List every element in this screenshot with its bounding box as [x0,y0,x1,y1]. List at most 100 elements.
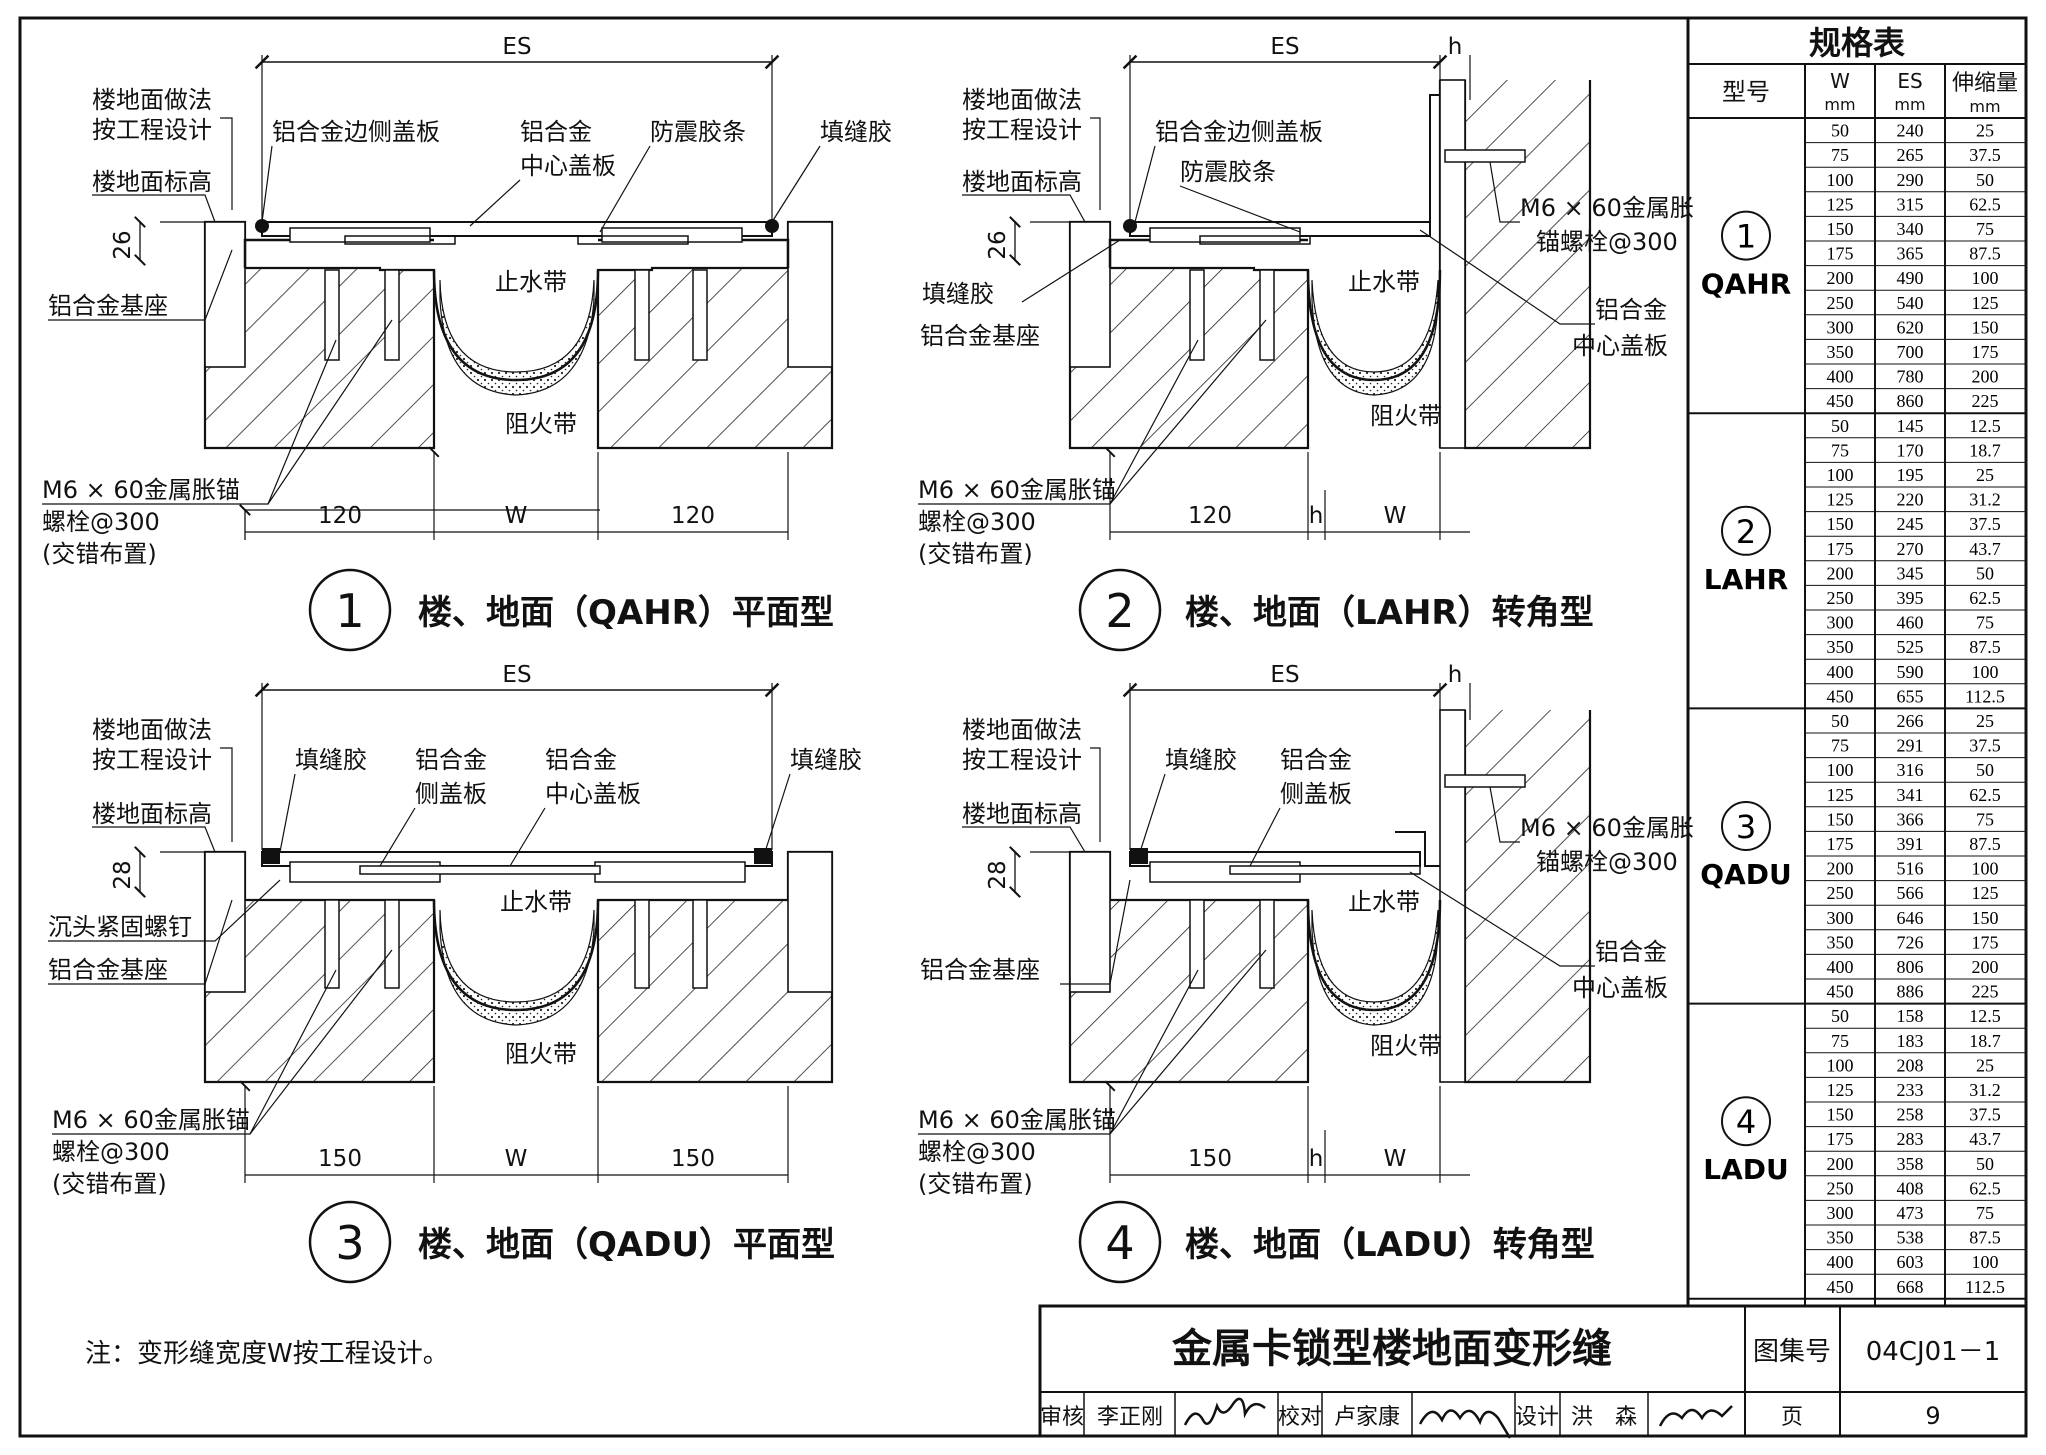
spec-header-es-unit: mm [1894,95,1925,114]
spec-cell-g4-r4-c3: 31.2 [1969,1080,2001,1100]
detail-4-anchor-2: 螺栓@300 [918,1138,1036,1166]
detail-4: ES h 28 150 h W 楼地面做法 按工程设计 楼地面标高 填缝胶 铝合… [918,662,1694,1284]
spec-cell-g3-r7-c2: 516 [1897,859,1924,879]
detail-3-side-cover-2: 侧盖板 [415,780,487,808]
spec-cell-g4-r4-c2: 233 [1897,1080,1924,1100]
detail-4-floor-finish-1: 楼地面做法 [962,716,1082,744]
detail-2-anchor-1: M6 × 60金属胀锚 [918,476,1116,504]
spec-cell-g2-r6-c1: 175 [1827,539,1854,559]
detail-1-fire-strip: 阻火带 [505,410,577,438]
detail-2-caption: 楼、地面（LAHR）转角型 [1185,593,1594,633]
spec-cell-g4-r11-c2: 603 [1897,1252,1924,1272]
detail-1-dim-left: 120 [318,503,362,529]
detail-3-screw: 沉头紧固螺钉 [48,913,192,941]
spec-header-model: 型号 [1722,78,1770,106]
detail-4-anchor-3: (交错布置) [918,1170,1033,1198]
spec-cell-g4-r9-c1: 300 [1827,1203,1854,1223]
spec-cell-g1-r6-c2: 365 [1897,244,1924,264]
spec-cell-g4-r1-c2: 158 [1897,1006,1924,1026]
reviewer-signature [1183,1397,1266,1426]
spec-cell-g4-r7-c2: 358 [1897,1154,1924,1174]
spec-cell-g2-r9-c2: 460 [1897,613,1924,633]
detail-1-dim-mid: W [505,503,528,529]
detail-3-sealant-l: 填缝胶 [295,746,367,774]
spec-cell-g1-r9-c1: 300 [1827,317,1854,337]
spec-cell-g1-r1-c3: 25 [1976,121,1994,141]
spec-cell-g2-r7-c3: 50 [1976,563,1994,583]
spec-cell-g1-r7-c3: 100 [1972,268,1999,288]
spec-cell-g4-r9-c3: 75 [1976,1203,1994,1223]
spec-cell-g4-r5-c2: 258 [1897,1105,1924,1125]
spec-header-w-unit: mm [1824,95,1855,114]
spec-cell-g3-r3-c3: 50 [1976,760,1994,780]
spec-cell-g4-r6-c2: 283 [1897,1129,1924,1149]
detail-2-height-dim: 26 [985,230,1011,259]
spec-cell-g1-r2-c3: 37.5 [1969,145,2001,165]
detail-2-dim-h: h [1309,503,1324,529]
design-label: 设计 [1515,1405,1559,1430]
detail-4-waterstop: 止水带 [1348,888,1420,916]
detail-4-dim-right: W [1384,1146,1407,1172]
spec-cell-g1-r8-c1: 250 [1827,293,1854,313]
detail-3-anchor-1: M6 × 60金属胀锚 [52,1106,250,1134]
spec-cell-g1-r12-c2: 860 [1897,391,1924,411]
spec-cell-g3-r2-c2: 291 [1897,736,1924,756]
spec-cell-g3-r2-c1: 75 [1831,736,1849,756]
spec-cell-g3-r8-c1: 250 [1827,883,1854,903]
detail-4-center-cover-1: 铝合金 [1595,938,1667,966]
spec-cell-g4-r10-c3: 87.5 [1969,1228,2001,1248]
detail-4-caption: 楼、地面（LADU）转角型 [1185,1225,1595,1265]
spec-cell-g3-r10-c2: 726 [1897,932,1924,952]
spec-cell-g1-r9-c2: 620 [1897,317,1924,337]
spec-cell-g1-r7-c2: 490 [1897,268,1924,288]
spec-cell-g3-r6-c3: 87.5 [1969,834,2001,854]
spec-cell-g3-r7-c3: 100 [1972,859,1999,879]
detail-4-number: 4 [1105,1216,1134,1270]
spec-group-3-model: QADU [1700,858,1791,891]
spec-cell-g1-r10-c2: 700 [1897,342,1924,362]
detail-2-floor-level: 楼地面标高 [962,168,1082,196]
detail-2-number: 2 [1105,584,1134,638]
detail-3-anchor-2: 螺栓@300 [52,1138,170,1166]
detail-4-base: 铝合金基座 [920,956,1040,984]
spec-cell-g2-r1-c2: 145 [1897,416,1924,436]
spec-cell-g4-r12-c1: 450 [1827,1277,1854,1297]
spec-cell-g4-r2-c2: 183 [1897,1031,1924,1051]
spec-cell-g1-r11-c2: 780 [1897,367,1924,387]
checker-name: 卢家康 [1334,1405,1400,1430]
spec-cell-g3-r10-c3: 175 [1972,932,1999,952]
detail-3-height-dim: 28 [110,860,136,889]
detail-2-sealant: 填缝胶 [922,280,994,308]
detail-2-side-cover: 铝合金边侧盖板 [1155,118,1323,146]
page-label: 页 [1781,1405,1803,1430]
spec-cell-g3-r3-c1: 100 [1827,760,1854,780]
spec-cell-g1-r10-c1: 350 [1827,342,1854,362]
spec-cell-g3-r11-c3: 200 [1972,957,1999,977]
spec-cell-g2-r8-c3: 62.5 [1969,588,2001,608]
detail-4-floor-level: 楼地面标高 [962,800,1082,828]
spec-cell-g2-r4-c1: 125 [1827,490,1854,510]
spec-cell-g1-r4-c3: 62.5 [1969,194,2001,214]
detail-4-height-dim: 28 [985,860,1011,889]
spec-cell-g2-r12-c3: 112.5 [1965,686,2005,706]
spec-cell-g2-r9-c3: 75 [1976,613,1994,633]
spec-cell-g1-r1-c2: 240 [1897,121,1924,141]
detail-1-anchor-3: (交错布置) [42,540,157,568]
spec-cell-g2-r10-c1: 350 [1827,637,1854,657]
spec-cell-g3-r5-c3: 75 [1976,809,1994,829]
detail-2-floor-finish-2: 按工程设计 [962,116,1082,144]
detail-3-floor-finish-1: 楼地面做法 [92,716,212,744]
detail-3-dim-mid: W [505,1146,528,1172]
detail-2-dim-right: W [1384,503,1407,529]
spec-cell-g2-r11-c2: 590 [1897,662,1924,682]
spec-cell-g3-r8-c2: 566 [1897,883,1924,903]
spec-cell-g4-r3-c1: 100 [1827,1055,1854,1075]
spec-group-2-number: 2 [1736,513,1756,551]
reviewer-name: 李正刚 [1097,1405,1163,1430]
detail-3-es-dim: ES [502,662,531,688]
detail-1-floor-level: 楼地面标高 [92,168,212,196]
spec-cell-g2-r6-c2: 270 [1897,539,1924,559]
spec-cell-g3-r6-c1: 175 [1827,834,1854,854]
detail-2-fire-strip: 阻火带 [1370,402,1442,430]
